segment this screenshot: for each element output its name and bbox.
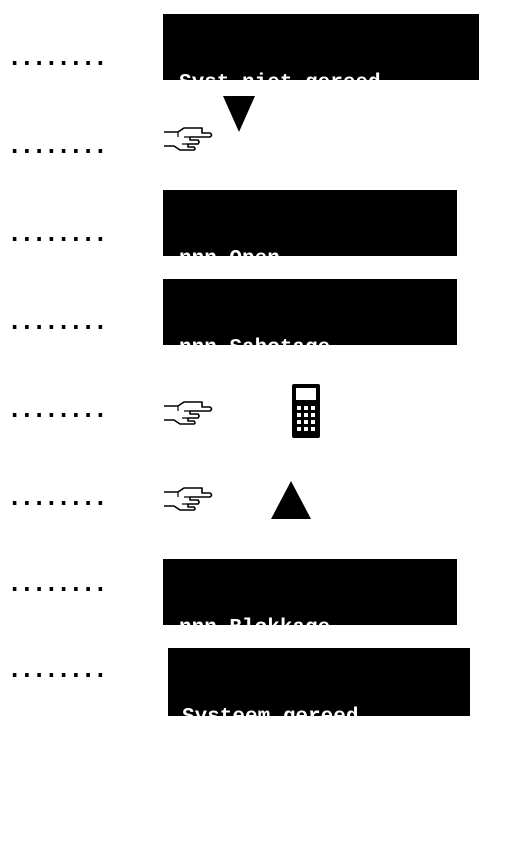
step-dots: ........ bbox=[8, 46, 107, 71]
step-dots: ........ bbox=[8, 486, 107, 511]
up-arrow-icon bbox=[271, 481, 311, 519]
pointing-hand-icon bbox=[164, 401, 213, 425]
lcd-line-1: nnn Sabotage bbox=[179, 337, 331, 360]
step-dots: ........ bbox=[8, 658, 107, 683]
pointing-hand-icon bbox=[164, 127, 213, 151]
lcd-line-2: Voor info druk ↓ bbox=[179, 150, 381, 173]
lcd-display-sabotage: nnn Sabotage <beschrijving> bbox=[163, 279, 457, 438]
step-dots: ........ bbox=[8, 398, 107, 423]
lcd-display-blokkage: nnn Blokkage <beschrijving> bbox=[163, 559, 457, 718]
step-dots: ........ bbox=[8, 310, 107, 335]
keypad-icon bbox=[292, 384, 320, 438]
lcd-line-2: Aan? Geef code bbox=[182, 784, 359, 807]
lcd-display-open: nnn Open <beschrijving> bbox=[163, 190, 457, 349]
step-dots: ........ bbox=[8, 572, 107, 597]
lcd-display-ready: Systeem gereed Aan? Geef code bbox=[168, 648, 470, 807]
down-arrow-icon bbox=[223, 96, 255, 132]
lcd-display-not-ready: Syst niet gereed Voor info druk ↓ bbox=[163, 14, 479, 173]
step-dots: ........ bbox=[8, 222, 107, 247]
lcd-line-1: Systeem gereed bbox=[182, 706, 359, 729]
lcd-line-1: nnn Blokkage bbox=[179, 617, 331, 640]
lcd-line-1: nnn Open bbox=[179, 248, 280, 271]
lcd-line-1: Syst niet gereed bbox=[179, 72, 381, 95]
pointing-hand-icon bbox=[164, 487, 213, 511]
step-dots: ........ bbox=[8, 134, 107, 159]
